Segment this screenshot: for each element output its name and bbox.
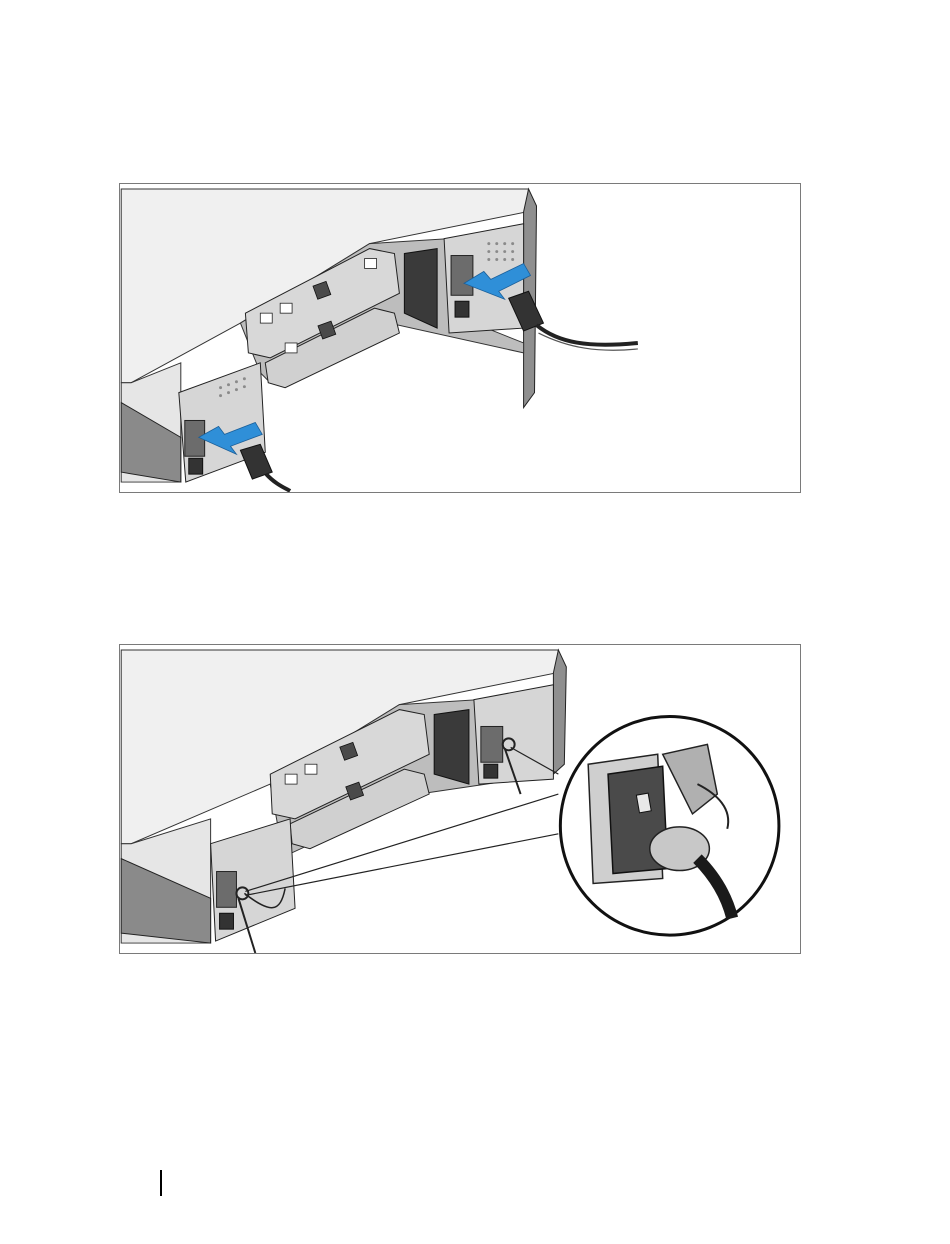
- power-cable-insert-illustration: [120, 184, 800, 492]
- cable-strap-detail-illustration: [120, 645, 800, 953]
- chassis-right-side: [553, 650, 566, 774]
- figure-connect-power-cables: [119, 183, 801, 493]
- power-supply-left: [211, 819, 295, 953]
- chassis-cavity: [434, 710, 469, 785]
- footer-page-rule: [160, 1170, 162, 1196]
- power-supply-right: [474, 685, 553, 794]
- figure-secure-power-cables: [119, 644, 801, 954]
- magnified-inset: [560, 717, 779, 936]
